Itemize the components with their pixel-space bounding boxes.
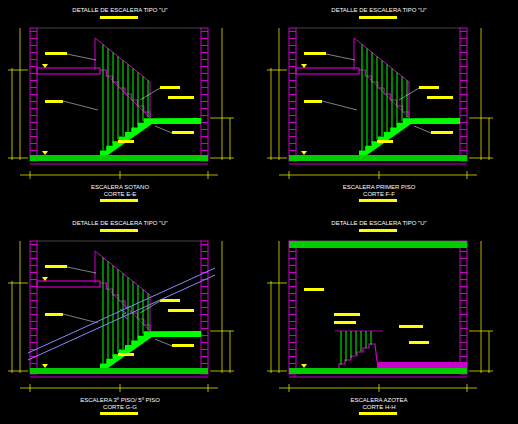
section-caption: ESCALERA 3º PISO/ 5º PISO [79,397,161,404]
detail-title: DETALLE DE ESCALERA TIPO "U" [330,7,427,14]
baluster [351,331,352,358]
section-caption: CORTE G-G [102,404,138,411]
detail-title: DETALLE DE ESCALERA TIPO "U" [71,220,168,227]
section-f [267,16,493,202]
baluster [356,331,357,355]
section-caption: ESCALERA SOTANO [90,184,150,191]
baluster [371,331,372,345]
baluster [366,331,367,348]
detail-title: DETALLE DE ESCALERA TIPO "U" [71,7,168,14]
section-caption: CORTE E-E [103,191,138,198]
detail-title: DETALLE DE ESCALERA TIPO "U" [330,220,427,227]
baluster [361,331,362,351]
section-caption: CORTE H-H [361,404,396,411]
section-h [267,229,493,415]
baluster [341,331,342,365]
baluster [346,331,347,361]
section-g [8,229,234,415]
section-caption: ESCALERA AZOTEA [349,397,408,404]
section-caption: ESCALERA PRIMER PISO [342,184,417,191]
section-caption: CORTE F-F [362,191,396,198]
section-e [8,16,234,202]
